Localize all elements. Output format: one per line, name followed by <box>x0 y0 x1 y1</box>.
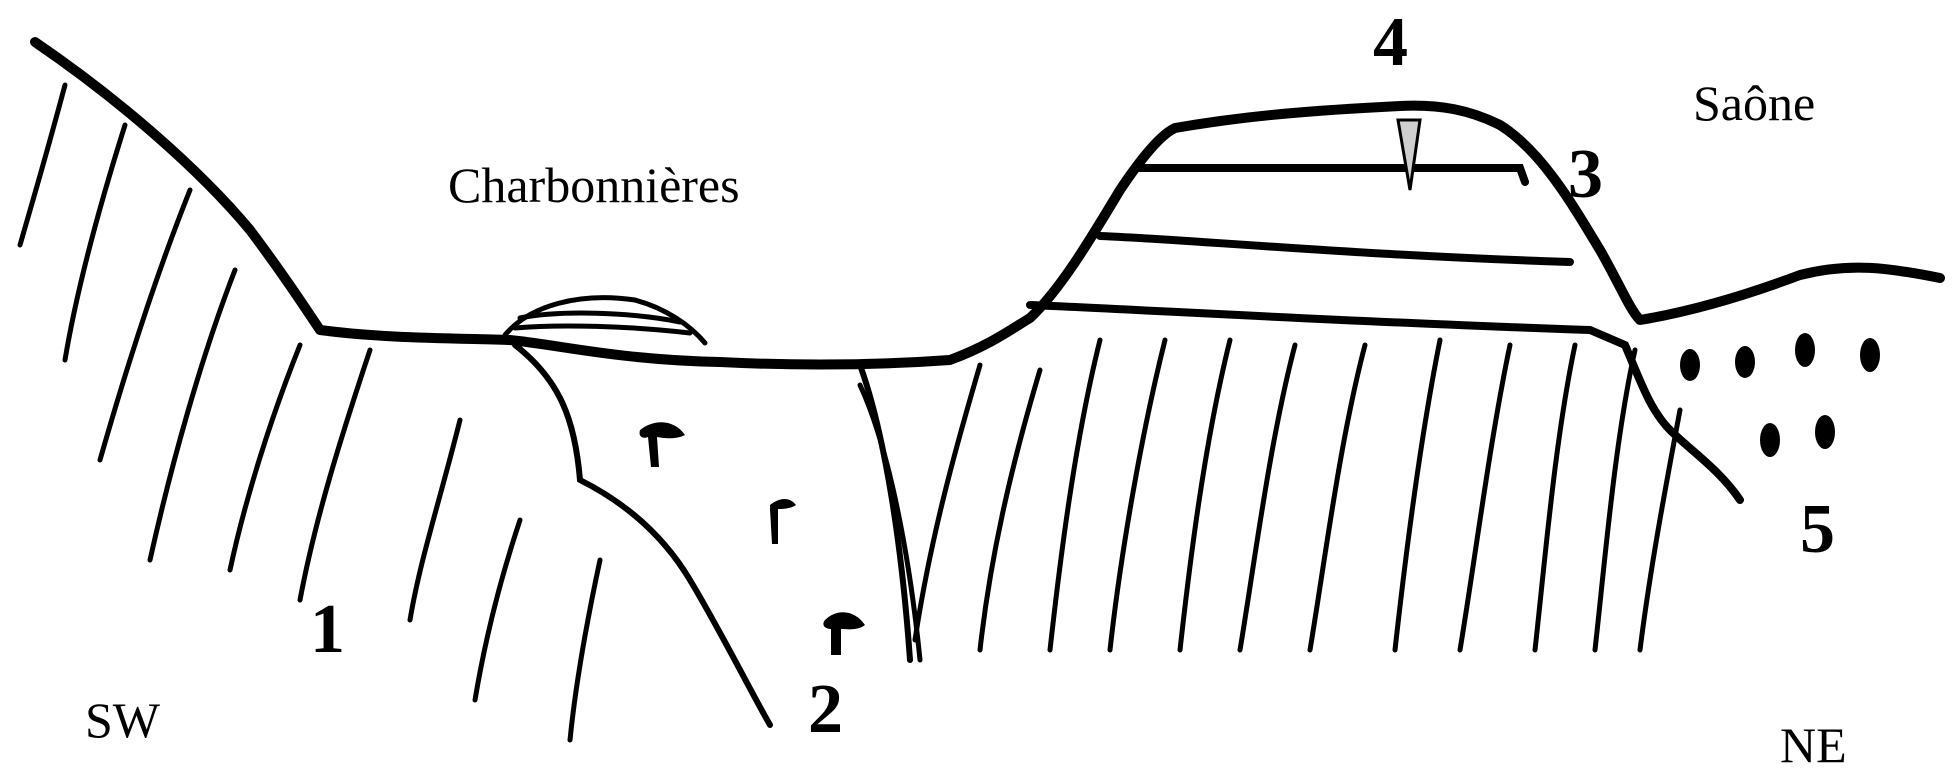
label-unit-1: 1 <box>310 595 345 665</box>
label-unit-4: 4 <box>1373 8 1408 78</box>
basement-hatching <box>20 85 1680 740</box>
label-sw: SW <box>85 695 160 745</box>
ground-surface <box>35 42 1940 364</box>
fissure-infill <box>1398 120 1420 190</box>
hill-strata <box>1030 168 1740 500</box>
granite-intrusion <box>515 345 910 725</box>
granite-symbols <box>640 422 865 655</box>
label-unit-2: 2 <box>808 675 843 745</box>
label-charbonnieres: Charbonnières <box>448 160 740 210</box>
label-saone: Saône <box>1693 78 1815 128</box>
label-ne: NE <box>1780 720 1847 770</box>
label-unit-3: 3 <box>1568 140 1603 210</box>
label-unit-5: 5 <box>1800 495 1835 565</box>
small-knoll <box>505 298 705 343</box>
alluvium-pebbles <box>1680 333 1880 457</box>
